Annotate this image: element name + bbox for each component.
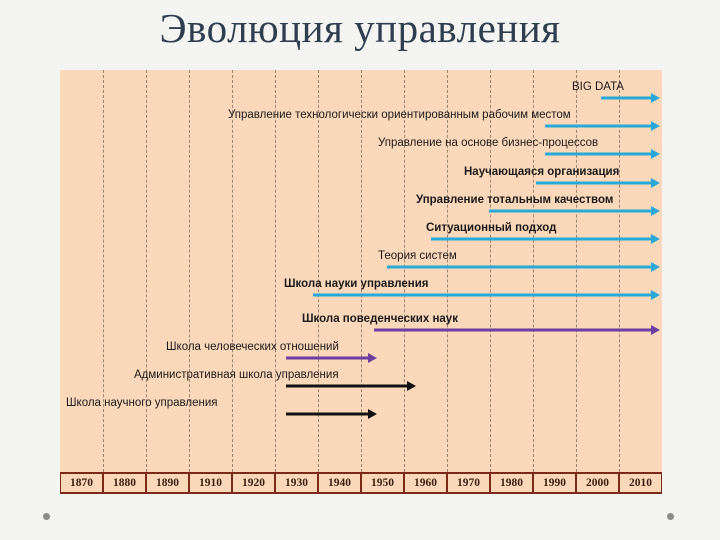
grid-line [447, 70, 448, 472]
grid-line [318, 70, 319, 472]
slide-title: Эволюция управления [159, 5, 561, 51]
arrow-behavioral-sciences-school [374, 324, 660, 335]
arrow-total-quality-management [489, 205, 660, 216]
grid-line [103, 70, 104, 472]
label-business-process-management: Управление на основе бизнес-процессов [378, 137, 599, 150]
year-1920: 1920 [233, 474, 274, 492]
label-systems-theory: Теория систем [378, 250, 457, 263]
arrow-big-data [601, 93, 660, 103]
nav-dot-right [667, 513, 674, 520]
timeline-panel: BIG DATA Управление технологически ориент… [60, 70, 662, 472]
nav-dot-left [43, 513, 50, 520]
year-1980: 1980 [491, 474, 532, 492]
grid-line [619, 70, 620, 472]
year-1890: 1890 [147, 474, 188, 492]
arrow-management-science-school [313, 290, 660, 301]
label-learning-organization: Научающаяся организация [464, 165, 620, 178]
grid-line [361, 70, 362, 472]
label-technology-oriented-workplace: Управление технологически ориентированны… [228, 109, 571, 122]
grid-line [490, 70, 491, 472]
year-1870: 1870 [61, 474, 102, 492]
label-total-quality-management: Управление тотальным качеством [416, 193, 614, 206]
grid-line [576, 70, 577, 472]
year-1930: 1930 [276, 474, 317, 492]
arrow-technology-oriented-workplace [545, 121, 660, 132]
grid-line [232, 70, 233, 472]
grid-line [404, 70, 405, 472]
year-1940: 1940 [319, 474, 360, 492]
year-2000: 2000 [577, 474, 618, 492]
arrow-business-process-management [545, 149, 660, 160]
arrow-systems-theory [387, 262, 660, 273]
grid-line [189, 70, 190, 472]
arrow-scientific-management-school [286, 409, 377, 420]
grid-line [533, 70, 534, 472]
year-1990: 1990 [534, 474, 575, 492]
year-1970: 1970 [448, 474, 489, 492]
year-2010: 2010 [620, 474, 661, 492]
label-big-data: BIG DATA [572, 81, 624, 93]
arrow-human-relations-school [286, 352, 377, 363]
year-1910: 1910 [190, 474, 231, 492]
arrow-learning-organization [536, 177, 660, 188]
label-human-relations-school: Школа человеческих отношений [166, 340, 339, 353]
year-1950: 1950 [362, 474, 403, 492]
grid-line [275, 70, 276, 472]
year-1880: 1880 [104, 474, 145, 492]
label-management-science-school: Школа науки управления [284, 278, 429, 291]
arrow-administrative-school [286, 381, 416, 391]
arrow-situational-approach [431, 234, 660, 244]
year-1960: 1960 [405, 474, 446, 492]
label-behavioral-sciences-school: Школа поведенческих наук [302, 312, 458, 325]
label-scientific-management-school: Школа научного управления [66, 397, 218, 410]
grid-line [146, 70, 147, 472]
label-administrative-school: Административная школа управления [134, 369, 339, 381]
label-situational-approach: Ситуационный подход [426, 222, 557, 234]
